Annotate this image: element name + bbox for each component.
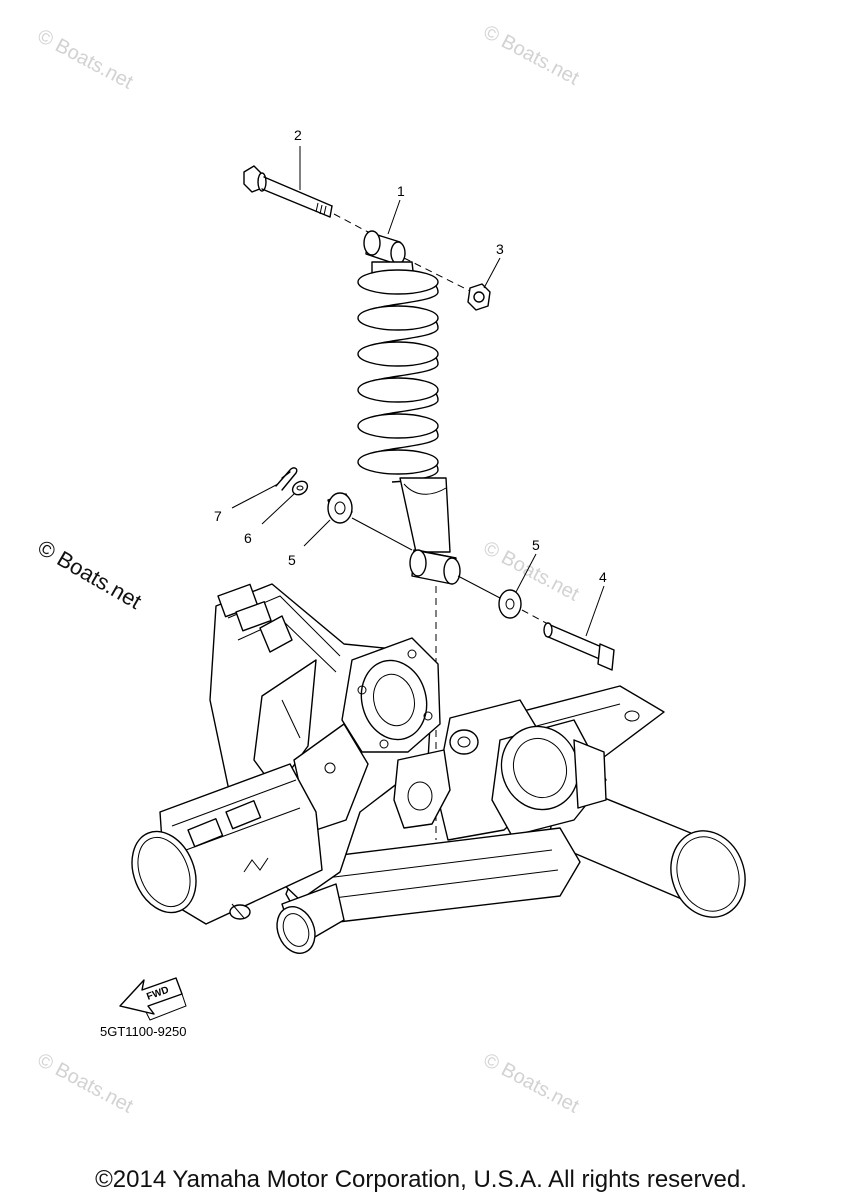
forward-arrow-icon: FWD [119, 977, 187, 1021]
rear-axle-housing [131, 583, 746, 954]
callout-5-right: 5 [532, 537, 540, 553]
callout-4: 4 [599, 569, 607, 585]
diagram-code: 5GT1100-9250 [100, 1024, 187, 1039]
callout-2: 2 [294, 127, 302, 143]
callout-3: 3 [496, 241, 504, 257]
watermark-top-right: © Boats.net [480, 21, 583, 90]
watermark-top-left: © Boats.net [34, 25, 137, 94]
collar-part-5-right [457, 575, 549, 625]
collar-part-5-left [327, 492, 413, 551]
bolt-part-2 [243, 165, 369, 233]
cotter-pin-part-7 [275, 467, 298, 491]
pin-part-4 [543, 622, 615, 671]
copyright-notice: ©2014 Yamaha Motor Corporation, U.S.A. A… [95, 1166, 747, 1193]
callout-6: 6 [244, 530, 252, 546]
shock-absorber-part-1 [357, 230, 473, 585]
watermark-bottom-left: © Boats.net [34, 1049, 137, 1118]
callout-7: 7 [214, 508, 222, 524]
washer-part-6 [291, 480, 309, 496]
watermark-mid-left: © Boats.net [34, 535, 146, 614]
callout-1: 1 [397, 183, 405, 199]
callout-leaders [231, 146, 605, 637]
watermark-bottom-right: © Boats.net [480, 1049, 583, 1118]
callout-5-left: 5 [288, 552, 296, 568]
nut-part-3 [467, 283, 491, 311]
